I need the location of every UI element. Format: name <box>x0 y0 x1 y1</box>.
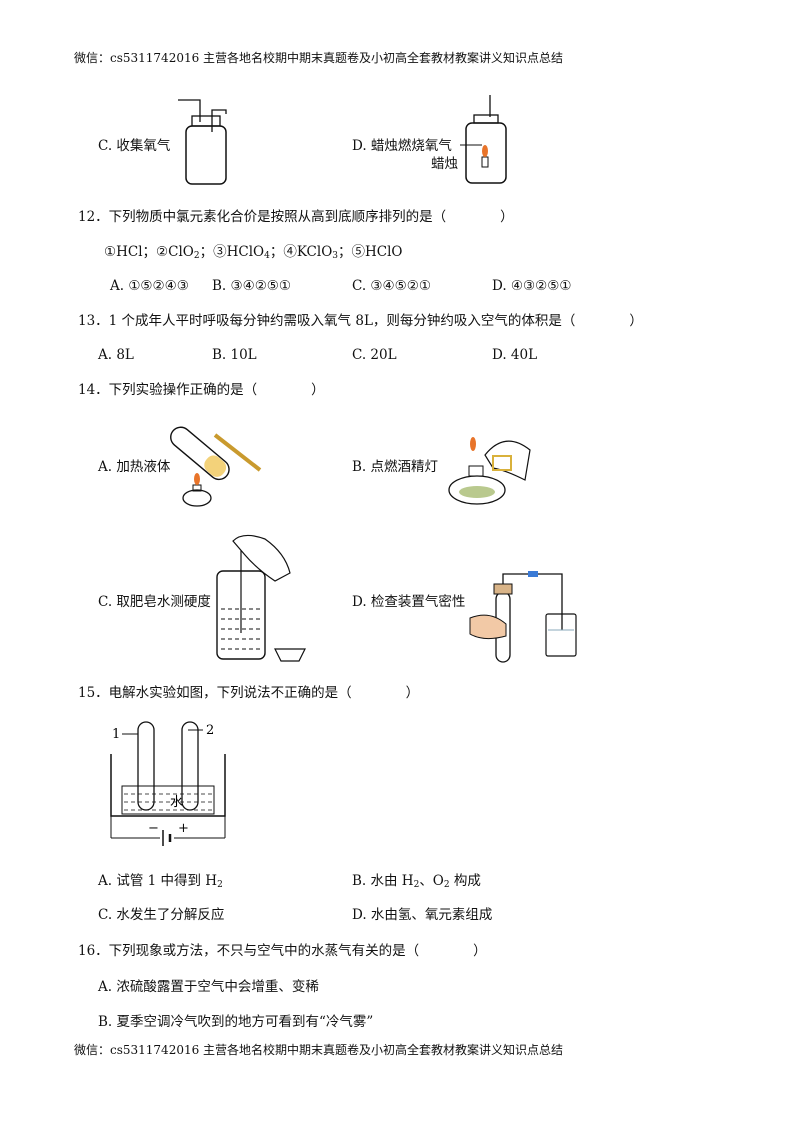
page-header: 微信：cs5311742016 主营各地名校期中期末真题卷及小初高全套教材教案讲… <box>74 51 564 65</box>
q16-stem: 16．下列现象或方法，不只与空气中的水蒸气有关的是（ ） <box>78 943 487 959</box>
candle-bottle-figure <box>460 95 507 184</box>
candle-label: 蜡烛 <box>431 156 458 172</box>
q14-stem: 14．下列实验操作正确的是（ ） <box>78 382 325 398</box>
q12-items: ①HCl；②ClO2；③HClO4；④KClO3；⑤HClO <box>104 244 403 261</box>
water-label: 水 <box>170 795 183 810</box>
page-footer: 微信：cs5311742016 主营各地名校期中期末真题卷及小初高全套教材教案讲… <box>74 1043 564 1057</box>
minus-sign: − <box>148 821 159 836</box>
q13-option-c: C. 20L <box>352 347 397 363</box>
q12-option-c: C. ③④⑤②① <box>352 278 431 294</box>
alcohol-lamp-figure <box>448 437 531 505</box>
q12-stem: 12．下列物质中氯元素化合价是按照从高到底顺序排列的是（ ） <box>78 209 514 225</box>
tube-1-label: 1 <box>112 727 120 742</box>
q15-option-d: D. 水由氢、氧元素组成 <box>352 907 493 923</box>
q16-option-a: A. 浓硫酸露置于空气中会增重、变稀 <box>98 979 319 995</box>
q15-stem: 15．电解水实验如图，下列说法不正确的是（ ） <box>78 685 420 701</box>
q15-option-c: C. 水发生了分解反应 <box>98 907 225 923</box>
q13-option-a: A. 8L <box>98 347 134 363</box>
q14-option-b: B. 点燃酒精灯 <box>352 459 439 475</box>
q14-option-d: D. 检查装置气密性 <box>352 594 466 610</box>
q11-option-d: D. 蜡烛燃烧氧气 <box>352 138 452 154</box>
q13-option-b: B. 10L <box>212 347 257 363</box>
gas-bottle-figure <box>178 99 227 185</box>
airtightness-figure <box>469 571 577 663</box>
heating-liquid-figure <box>170 426 262 507</box>
q12-option-d: D. ④③②⑤① <box>492 278 572 294</box>
q15-option-b: B. 水由 H2、O2 构成 <box>352 873 481 890</box>
soap-water-figure <box>216 534 306 662</box>
q11-option-c: C. 收集氧气 <box>98 138 171 154</box>
plus-sign: + <box>178 821 189 836</box>
q14-option-c: C. 取肥皂水测硬度 <box>98 594 211 610</box>
tube-2-label: 2 <box>206 723 214 738</box>
electrolysis-figure: 1 2 水 − + <box>110 721 226 846</box>
q14-option-a: A. 加热液体 <box>98 459 171 475</box>
q16-option-b: B. 夏季空调冷气吹到的地方可看到有“冷气雾” <box>98 1014 374 1030</box>
q12-option-b: B. ③④②⑤① <box>212 278 292 294</box>
q15-option-a: A. 试管 1 中得到 H2 <box>98 873 223 890</box>
q13-option-d: D. 40L <box>492 347 538 363</box>
q12-option-a: A. ①⑤②④③ <box>110 278 189 294</box>
q13-stem: 13．1 个成年人平时呼吸每分钟约需吸入氧气 8L，则每分钟约吸入空气的体积是（… <box>78 313 643 329</box>
